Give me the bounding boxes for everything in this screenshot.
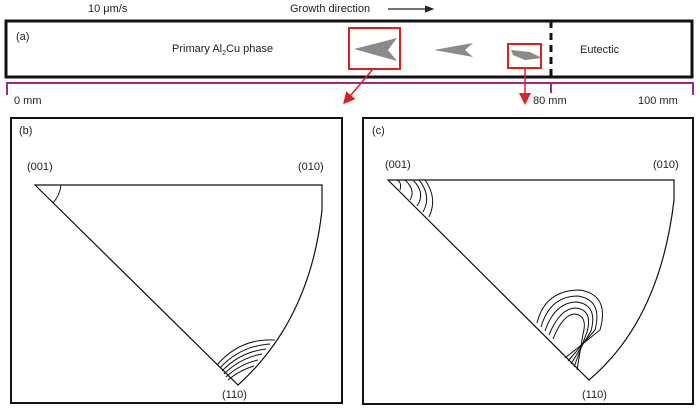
primary-phase-label: Primary Al2Cu phase [172,43,273,57]
panel-a-label: (a) [16,31,29,43]
contours-001 [396,179,434,218]
dendrite-medium [434,43,473,57]
scale-mark: 80 mm [533,95,567,107]
inverse-pole-triangle [386,179,675,381]
panel-b-frame [10,117,343,404]
contour-001 [52,184,62,204]
pole-110: (110) [222,389,247,401]
contours-110 [216,339,276,381]
contours-110 [536,289,603,371]
pole-010: (010) [298,161,324,173]
arrow-to-b [343,68,374,105]
pole-001: (001) [385,159,411,171]
dendrite-large [354,38,397,61]
sample-bar [4,19,694,79]
scale-end: 100 mm [638,95,678,107]
pole-001: (001) [27,161,53,173]
pole-010: (010) [653,159,679,171]
scale-start: 0 mm [14,95,42,107]
growth-direction-label: Growth direction [290,3,370,15]
panel-c-frame [362,117,694,405]
inverse-pole-triangle [33,184,323,386]
panel-b: (b) (001) (010) (110) [10,117,343,404]
panel-b-label: (b) [19,125,32,137]
pole-110: (110) [582,389,607,401]
panel-c-label: (c) [372,125,385,137]
growth-speed: 10 μm/s [88,3,128,15]
highlight-box-b [348,27,401,70]
eutectic-label: Eutectic [580,44,620,56]
panel-c: (c) (001) (010) (110) [362,117,694,405]
dendrite-small [511,50,542,60]
scale-bracket [6,82,694,95]
